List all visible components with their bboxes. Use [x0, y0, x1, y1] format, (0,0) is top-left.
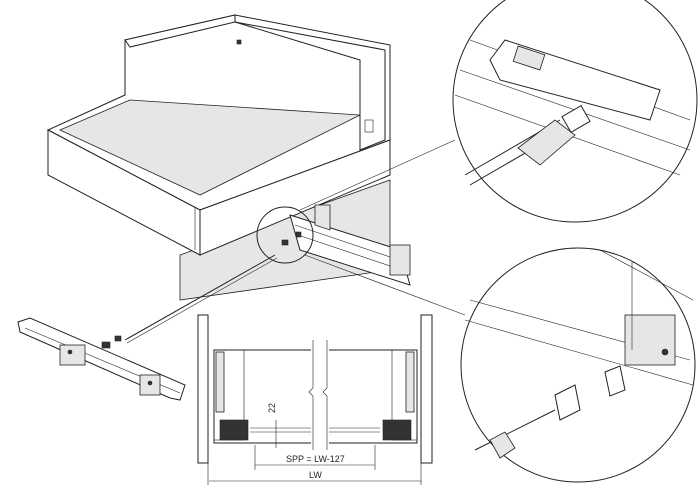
detail-circle-top	[452, 0, 698, 223]
cabinet-side-right	[420, 314, 433, 464]
detail-circle-bottom	[460, 247, 696, 483]
right-runner	[289, 204, 411, 286]
cabinet-side-left	[197, 314, 209, 464]
lw-dimension-label: LW	[309, 470, 322, 480]
section-view: 22 SPP = LW-127 LW	[197, 314, 433, 485]
leader-line	[299, 139, 456, 211]
synchronisation-rod	[101, 231, 302, 349]
detail-circle-small	[256, 206, 314, 264]
drawer-box	[46, 14, 391, 301]
left-runner	[17, 317, 186, 401]
height-dimension-label: 22	[267, 403, 277, 413]
spp-dimension-label: SPP = LW-127	[286, 454, 345, 464]
leader-line	[304, 254, 466, 316]
